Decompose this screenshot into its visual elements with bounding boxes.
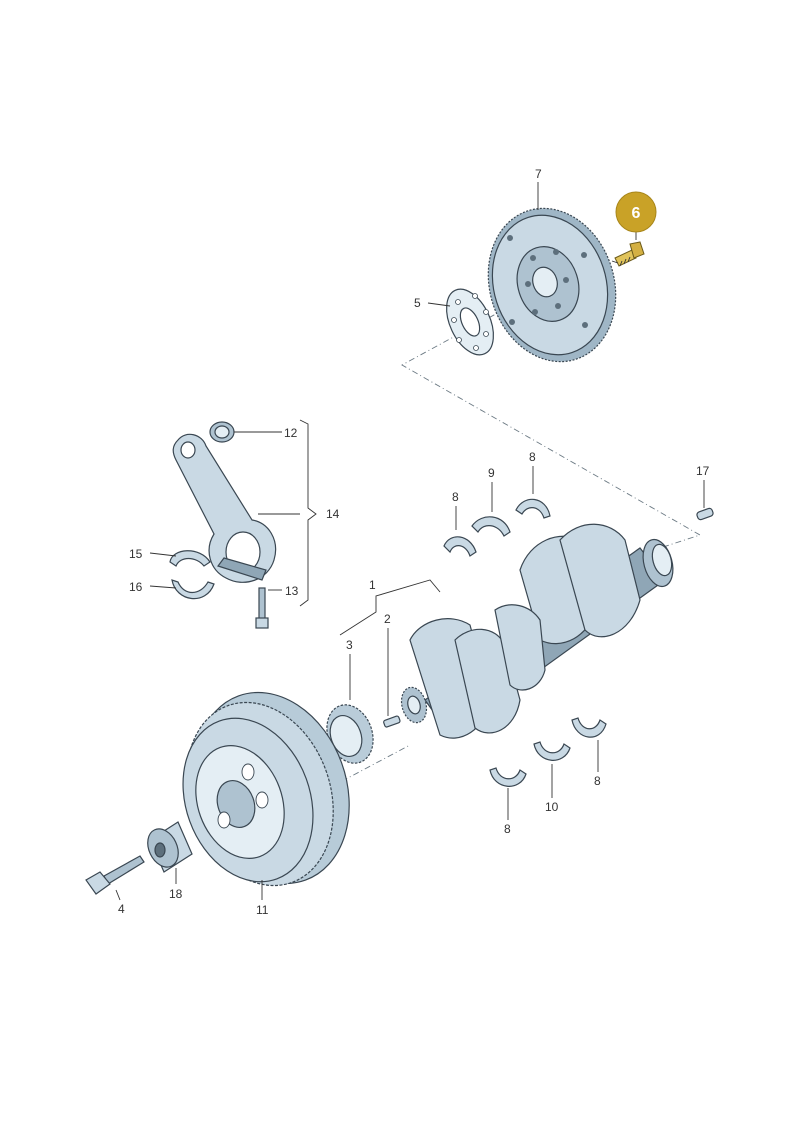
callout-10[interactable]: 10 (545, 800, 559, 814)
callout-17[interactable]: 17 (696, 464, 710, 478)
rod-bearing-shell-upper[interactable] (169, 550, 211, 567)
main-bearing-shell-bottom-right[interactable] (571, 717, 607, 738)
connecting-rod-assembly-bracket (299, 419, 317, 607)
flywheel-bolt[interactable] (611, 241, 645, 267)
key-pin[interactable] (383, 715, 401, 728)
callout-12[interactable]: 12 (284, 426, 298, 440)
main-bearing-shell-top-center[interactable] (471, 516, 511, 537)
connecting-rod[interactable] (172, 433, 277, 583)
callout-4[interactable]: 4 (118, 902, 125, 916)
crankshaft-assembly-bracket (339, 579, 441, 636)
callout-8-bottom-right[interactable]: 8 (594, 774, 601, 788)
callout-2[interactable]: 2 (384, 612, 391, 626)
connecting-rod-bolt[interactable] (255, 587, 269, 629)
dowel-pin[interactable] (696, 507, 714, 521)
callout-1[interactable]: 1 (369, 578, 376, 592)
callout-5[interactable]: 5 (414, 296, 421, 310)
main-bearing-shell-top-right[interactable] (515, 498, 551, 519)
callout-8-top-left[interactable]: 8 (452, 490, 459, 504)
main-bearing-shell-bottom-left[interactable] (489, 767, 527, 787)
main-bearing-shell-bottom-center[interactable] (533, 741, 571, 761)
main-bearing-shell-top-left[interactable] (443, 536, 477, 557)
callout-15[interactable]: 15 (129, 547, 143, 561)
rod-bearing-shell-lower[interactable] (171, 579, 215, 600)
flywheel[interactable] (469, 192, 635, 379)
spacer-sleeve[interactable] (142, 821, 193, 873)
callout-18[interactable]: 18 (169, 887, 183, 901)
callout-14[interactable]: 14 (326, 507, 340, 521)
callout-labels: 7 5 12 14 15 16 13 8 9 8 17 1 2 3 8 10 8… (118, 167, 710, 917)
callout-6[interactable]: 6 (632, 205, 641, 222)
crankshaft-sprocket[interactable] (319, 698, 381, 769)
highlighted-callout-6[interactable]: 6 (615, 191, 657, 233)
callout-9[interactable]: 9 (488, 466, 495, 480)
callout-13[interactable]: 13 (285, 584, 299, 598)
central-bolt[interactable] (85, 855, 145, 895)
callout-3[interactable]: 3 (346, 638, 353, 652)
callout-16[interactable]: 16 (129, 580, 143, 594)
leader-lines (115, 182, 705, 901)
washer-plate[interactable] (437, 282, 503, 362)
callout-7[interactable]: 7 (535, 167, 542, 181)
vibration-damper-pulley[interactable] (161, 671, 375, 907)
callout-8-bottom-left[interactable]: 8 (504, 822, 511, 836)
callout-8-top-right[interactable]: 8 (529, 450, 536, 464)
small-end-bushing[interactable] (209, 421, 235, 443)
callout-11[interactable]: 11 (256, 903, 269, 917)
crankshaft[interactable] (398, 523, 678, 739)
